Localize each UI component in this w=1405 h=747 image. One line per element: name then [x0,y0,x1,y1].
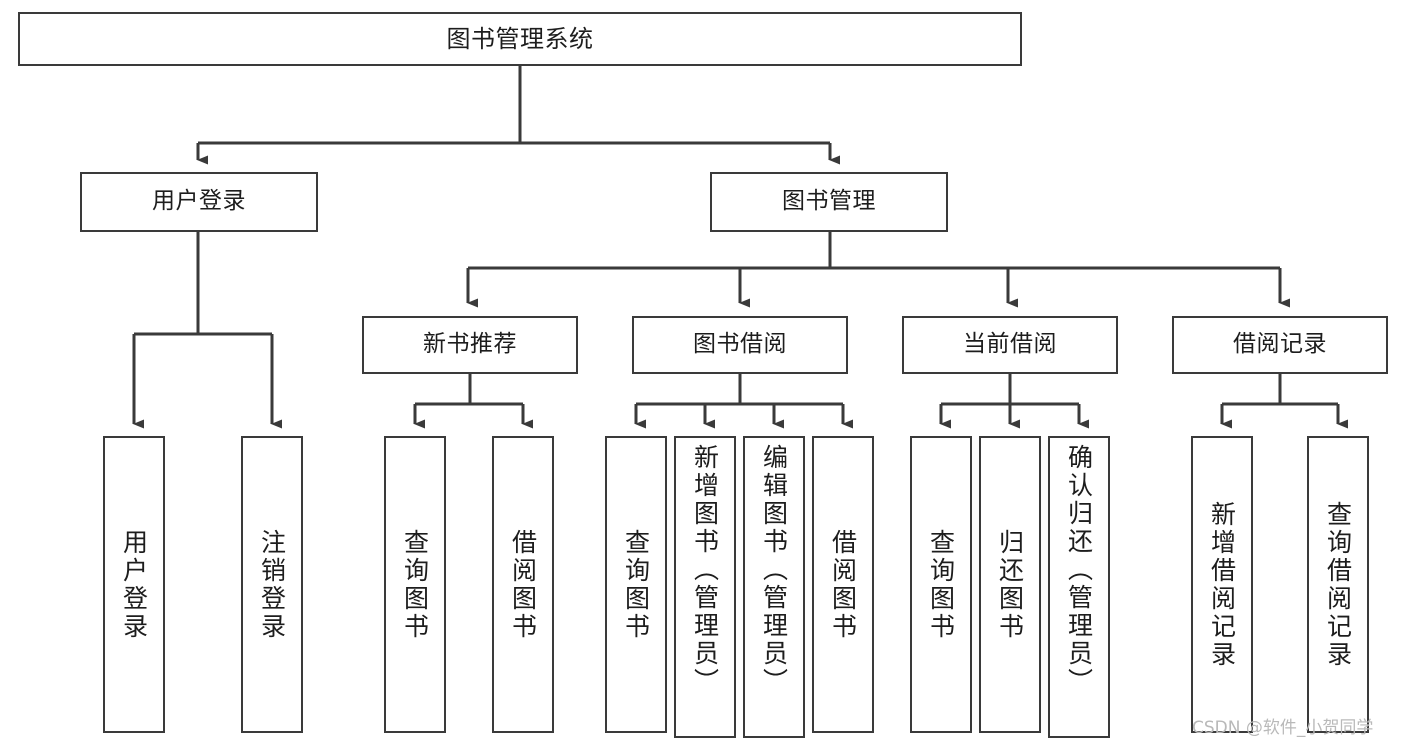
node-label: 图书管理 [782,188,876,215]
node-label: 查询图书 [400,528,430,641]
leaf-borrow-record-query-record[interactable]: 查询借阅记录 [1307,436,1369,733]
node-label: 编辑图书（管理员） [759,444,789,696]
node-label: 图书管理系统 [446,24,594,53]
node-label: 借阅图书 [828,528,858,641]
node-label: 查询图书 [621,528,651,641]
leaf-book-borrow-borrow-book[interactable]: 借阅图书 [812,436,874,733]
node-current-borrow[interactable]: 当前借阅 [902,316,1118,374]
node-label: 当前借阅 [963,331,1057,358]
leaf-new-book-borrow-book[interactable]: 借阅图书 [492,436,554,733]
leaf-book-borrow-add-book-admin[interactable]: 新增图书（管理员） [674,436,736,738]
node-label: 新增图书（管理员） [690,444,720,696]
node-book-management[interactable]: 图书管理 [710,172,948,232]
node-label: 查询借阅记录 [1323,500,1353,669]
node-label: 确认归还（管理员） [1064,444,1094,696]
node-root-book-management-system[interactable]: 图书管理系统 [18,12,1022,66]
node-new-book-recommend[interactable]: 新书推荐 [362,316,578,374]
leaf-new-book-query-book[interactable]: 查询图书 [384,436,446,733]
node-label: 借阅记录 [1233,331,1327,358]
leaf-book-borrow-edit-book-admin[interactable]: 编辑图书（管理员） [743,436,805,738]
node-borrow-record[interactable]: 借阅记录 [1172,316,1388,374]
node-book-borrow[interactable]: 图书借阅 [632,316,848,374]
node-label: 用户登录 [152,188,246,215]
leaf-user-login-login[interactable]: 用户登录 [103,436,165,733]
node-label: 查询图书 [926,528,956,641]
node-label: 新增借阅记录 [1207,500,1237,669]
node-label: 图书借阅 [693,331,787,358]
leaf-book-borrow-query-book[interactable]: 查询图书 [605,436,667,733]
node-label: 用户登录 [119,528,149,641]
leaf-user-login-logout[interactable]: 注销登录 [241,436,303,733]
node-label: 借阅图书 [508,528,538,641]
node-label: 注销登录 [257,528,287,641]
leaf-current-borrow-confirm-return-admin[interactable]: 确认归还（管理员） [1048,436,1110,738]
node-label: 归还图书 [995,528,1025,641]
watermark-credit: CSDN @软件_小贺同学 [1192,718,1374,738]
leaf-current-borrow-query-book[interactable]: 查询图书 [910,436,972,733]
leaf-borrow-record-add-record[interactable]: 新增借阅记录 [1191,436,1253,733]
node-label: 新书推荐 [423,331,517,358]
leaf-current-borrow-return-book[interactable]: 归还图书 [979,436,1041,733]
node-user-login[interactable]: 用户登录 [80,172,318,232]
